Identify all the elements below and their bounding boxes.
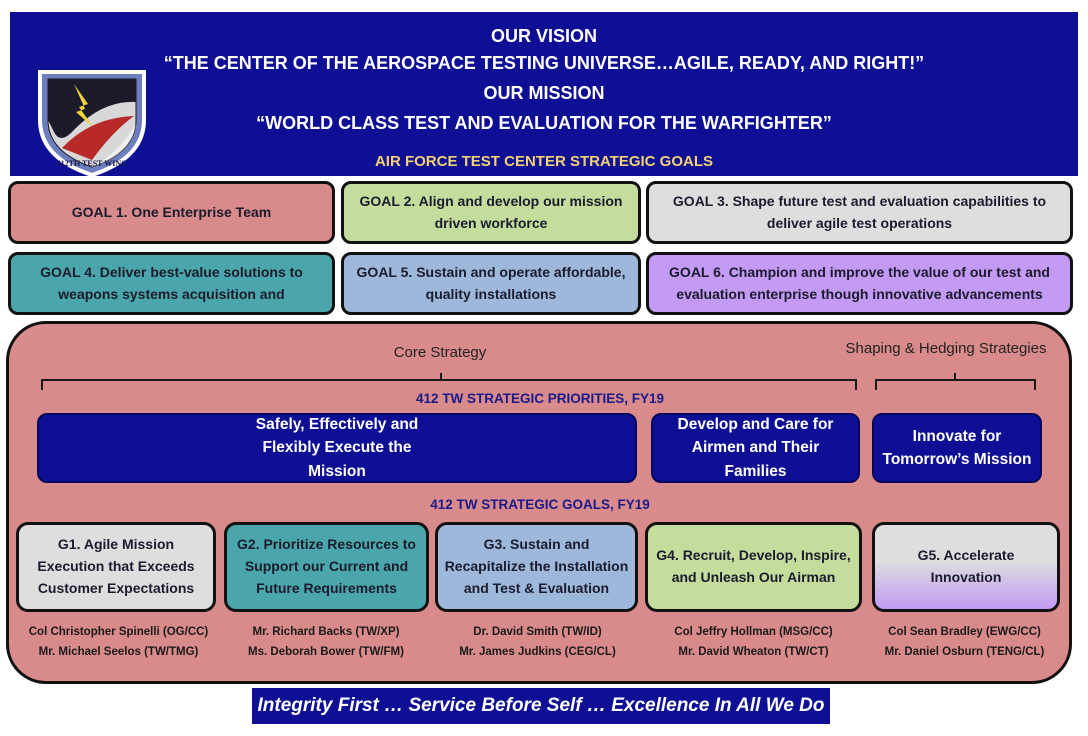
strategy-brackets	[41, 373, 1036, 390]
strategic-goal-g5: G5. Accelerate Innovation	[872, 522, 1060, 612]
af-goal-2: GOAL 2. Align and develop our mission dr…	[341, 181, 641, 244]
lead-name: Mr. David Wheaton (TW/CT)	[678, 646, 829, 659]
core-strategy-label: Core Strategy	[393, 344, 487, 361]
lead-name: Mr. James Judkins (CEG/CL)	[459, 646, 616, 659]
af-goal-3: GOAL 3. Shape future test and evaluation…	[646, 181, 1073, 244]
lead-name: Dr. David Smith (TW/ID)	[473, 626, 602, 638]
wing-emblem-icon: 412TH TEST WING	[38, 70, 146, 178]
lead-name: Col Christopher Spinelli (OG/CC)	[28, 626, 209, 638]
shaping-hedging-label: Shaping & Hedging Strategies	[845, 340, 1047, 357]
strategic-goal-g3: G3. Sustain and Recapitalize the Install…	[435, 522, 638, 612]
vision-heading: OUR VISION	[490, 26, 597, 46]
core-strategy-bracket	[41, 379, 857, 390]
goal-leads-g1: Col Christopher Spinelli (OG/CC) Mr. Mic…	[6, 622, 231, 662]
strategic-goal-g1: G1. Agile Mission Execution that Exceeds…	[16, 522, 216, 612]
lead-name: Col Jeffry Hollman (MSG/CC)	[674, 626, 833, 638]
mission-statement: “WORLD CLASS TEST AND EVALUATION FOR THE…	[256, 113, 832, 133]
vision-mission-header: OUR VISION “THE CENTER OF THE AEROSPACE …	[10, 12, 1078, 178]
goal-leads-g4: Col Jeffry Hollman (MSG/CC) Mr. David Wh…	[645, 622, 862, 662]
af-goals-title: AIR FORCE TEST CENTER STRATEGIC GOALS	[374, 153, 714, 170]
priority-execute-mission: Safely, Effectively and Flexibly Execute…	[37, 413, 637, 483]
strategic-goal-g2: G2. Prioritize Resources to Support our …	[224, 522, 429, 612]
goal-leads-g5: Col Sean Bradley (EWG/CC) Mr. Daniel Osb…	[862, 622, 1067, 662]
core-strategy-panel	[6, 321, 1072, 684]
goal-leads-g2: Mr. Richard Backs (TW/XP) Ms. Deborah Bo…	[217, 622, 435, 662]
lead-name: Col Sean Bradley (EWG/CC)	[888, 626, 1041, 638]
goal-leads-g3: Dr. David Smith (TW/ID) Mr. James Judkin…	[430, 622, 645, 662]
strategic-goals-title: 412 TW STRATEGIC GOALS, FY19	[430, 497, 650, 512]
lead-name: Mr. Michael Seelos (TW/TMG)	[38, 646, 199, 659]
priority-airmen-families: Develop and Care for Airmen and Their Fa…	[651, 413, 860, 483]
core-values-banner: Integrity First … Service Before Self … …	[252, 688, 830, 724]
vision-statement: “THE CENTER OF THE AEROSPACE TESTING UNI…	[163, 53, 925, 73]
emblem-motto: 412TH TEST WING	[57, 159, 128, 168]
af-goal-4: GOAL 4. Deliver best-value solutions to …	[8, 252, 335, 315]
lead-name: Mr. Daniel Osburn (TENG/CL)	[884, 646, 1045, 659]
lead-name: Mr. Richard Backs (TW/XP)	[252, 626, 400, 638]
lead-name: Ms. Deborah Bower (TW/FM)	[248, 646, 404, 659]
af-goal-1: GOAL 1. One Enterprise Team	[8, 181, 335, 244]
priorities-title: 412 TW STRATEGIC PRIORITIES, FY19	[415, 391, 665, 406]
mission-heading: OUR MISSION	[483, 83, 605, 103]
af-goal-6: GOAL 6. Champion and improve the value o…	[646, 252, 1073, 315]
shaping-bracket	[875, 379, 1036, 390]
af-goal-5: GOAL 5. Sustain and operate affordable, …	[341, 252, 641, 315]
priority-innovate: Innovate for Tomorrow’s Mission	[872, 413, 1042, 483]
strategic-goal-g4: G4. Recruit, Develop, Inspire, and Unlea…	[645, 522, 862, 612]
